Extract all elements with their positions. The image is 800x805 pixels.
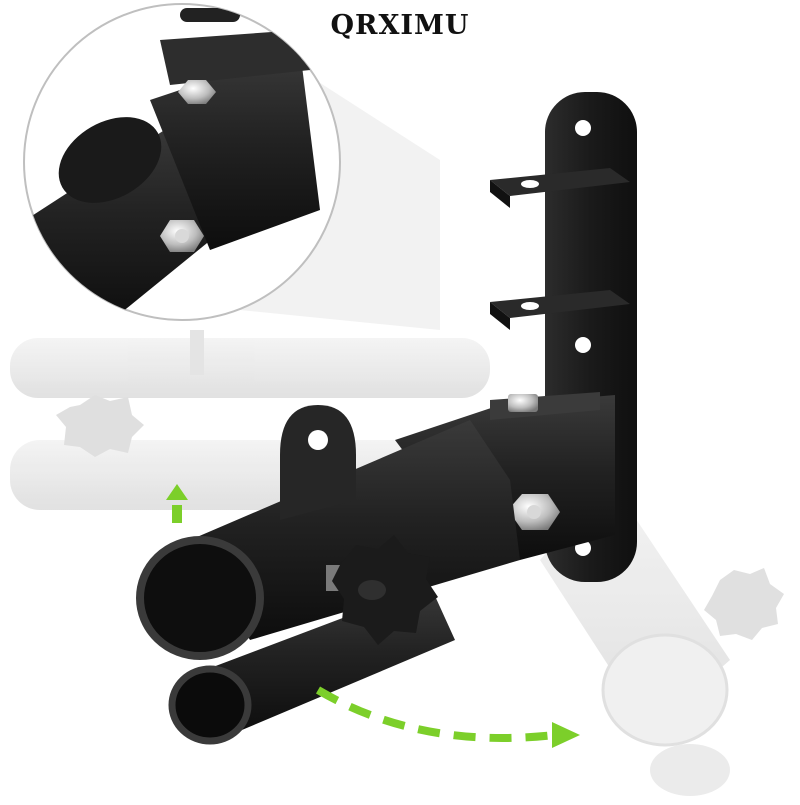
zoom-inset <box>23 3 341 321</box>
zoom-top-bolt-icon <box>178 80 216 104</box>
arrow-curve <box>315 686 556 742</box>
ghost-knob-icon-2 <box>704 568 784 640</box>
top-bolt-icon <box>508 394 538 412</box>
rotate-arrows <box>166 484 580 748</box>
sleeve-opening <box>136 536 264 660</box>
arrow-down-icon <box>552 722 580 748</box>
arrow-up-icon <box>172 505 182 523</box>
main-sleeve <box>136 405 520 660</box>
lower-tube-opening <box>168 665 252 745</box>
ghost-knob-icon <box>56 395 144 457</box>
star-knob-icon <box>326 535 438 645</box>
brand-logo: QRXIMU <box>330 10 470 41</box>
